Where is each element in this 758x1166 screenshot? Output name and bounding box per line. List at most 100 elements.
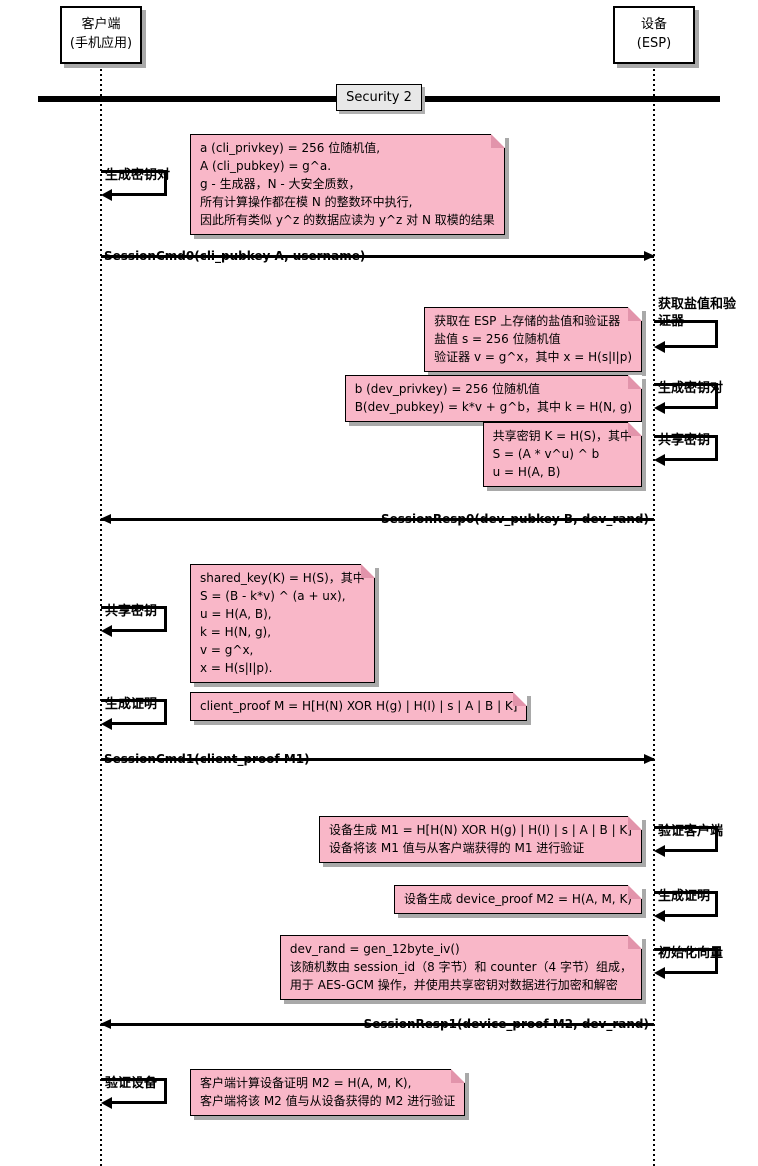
note-salt-verifier: 获取在 ESP 上存储的盐值和验证器 盐值 s = 256 位随机值 验证器 v… [424,307,642,372]
self-arrow-line [164,170,167,196]
divider-label: Security 2 [336,84,422,111]
message-label: SessionResp1(device_proof M2, dev_rand) [363,1016,649,1031]
note-line: a (cli_privkey) = 256 位随机值, [200,141,381,155]
self-arrow-line [654,891,718,894]
note-line: A (cli_pubkey) = g^a. [200,159,332,173]
self-arrow-line [663,406,718,409]
note-line: B(dev_pubkey) = k*v + g^b，其中 k = H(N, g) [354,400,632,414]
self-message-client-gen-keypair: 生成密钥对 [101,168,170,201]
self-arrow-line [101,699,167,702]
divider-label-text: Security 2 [346,90,412,105]
note-line: 盐值 s = 256 位随机值 [434,332,561,346]
note-line: 用于 AES-GCM 操作，并使用共享密钥对数据进行加密和解密 [289,978,618,992]
arrowhead-left-icon [100,514,111,524]
self-message-label: 共享密钥 [658,433,711,448]
arrowhead-left-icon [101,717,112,730]
note-dev-rand: dev_rand = gen_12byte_iv() 该随机数由 session… [279,935,643,1000]
note-line: 客户端将该 M2 值与从设备获得的 M2 进行验证 [200,1094,456,1108]
self-message-label: 验证设备 [105,1076,158,1091]
note-line: g - 生成器，N - 大安全质数， [200,177,361,191]
arrowhead-left-icon [654,401,665,414]
participant-client: 客户端 (手机应用) [60,6,142,64]
message-label: SessionResp0(dev_pubkey B, dev_rand) [380,511,649,526]
message-label: SessionCmd1(client_proof M1) [104,751,310,766]
participant-device-subtitle: (ESP) [636,36,672,51]
note-line: shared_key(K) = H(S)，其中 [200,571,365,585]
self-arrow-line [715,891,718,917]
self-message-device-gen-keypair: 生成密钥对 [654,381,723,414]
participant-client-name: 客户端 [81,17,121,33]
self-arrow-line [663,849,718,852]
note-line: x = H(s|I|p). [200,661,273,675]
self-message-client-shared-key: 共享密钥 [101,604,167,637]
self-message-label: 获取盐值和验证器 [658,297,737,329]
self-message-label: 生成密钥对 [105,168,171,183]
note-client-keypair: a (cli_privkey) = 256 位随机值, A (cli_pubke… [190,134,505,235]
self-arrow-line [663,914,718,917]
self-arrow-line [654,826,718,829]
arrow-line [101,518,654,521]
self-arrow-line [164,699,167,725]
self-arrow-line [654,383,718,386]
note-line: 设备生成 device_proof M2 = H(A, M, K) [404,892,632,906]
note-line: 所有计算操作都在模 N 的整数环中执行, [200,195,413,209]
message-session-resp1: SessionResp1(device_proof M2, dev_rand) [100,1017,654,1031]
message-label: SessionCmd0(cli_pubkey A, username) [104,248,366,263]
arrowhead-left-icon [101,188,112,201]
self-arrow-line [663,458,718,461]
arrowhead-left-icon [654,844,665,857]
self-arrow-line [101,1078,167,1081]
note-line: b (dev_privkey) = 256 位随机值 [354,382,540,396]
self-message-label: 生成证明 [105,697,158,712]
self-arrow-line [715,826,718,852]
self-message-label: 初始化向量 [658,946,724,961]
self-message-device-shared-key: 共享密钥 [654,433,718,466]
self-arrow-line [715,435,718,461]
note-line: v = g^x, [200,643,254,657]
self-message-client-gen-proof: 生成证明 [101,697,167,730]
note-line: u = H(A, B) [492,465,561,479]
note-line: S = (B - k*v) ^ (a + ux), [200,589,346,603]
self-message-label: 生成证明 [658,889,711,904]
participant-device: 设备 (ESP) [613,6,695,64]
note-client-shared-key: shared_key(K) = H(S)，其中 S = (B - k*v) ^ … [190,564,375,683]
self-arrow-line [663,971,718,974]
note-device-shared-key: 共享密钥 K = H(S)，其中 S = (A * v^u) ^ b u = H… [482,422,643,487]
self-arrow-line [654,320,718,323]
self-arrow-line [654,435,718,438]
self-message-device-verify-client: 验证客户端 [654,824,723,857]
arrow-line [101,255,654,258]
note-device-proof: 设备生成 device_proof M2 = H(A, M, K) [394,885,642,914]
arrow-line [101,1023,654,1026]
self-message-label: 共享密钥 [105,604,158,619]
self-arrow-line [101,170,167,173]
self-arrow-line [715,320,718,348]
note-line: 客户端计算设备证明 M2 = H(A, M, K), [200,1076,412,1090]
arrowhead-left-icon [654,453,665,466]
arrowhead-right-icon [644,251,655,261]
self-arrow-line [654,948,718,951]
note-line: k = H(N, g), [200,625,272,639]
note-line: 该随机数由 session_id（8 字节）和 counter（4 字节）组成， [289,960,632,974]
note-line: client_proof M = H[H(N) XOR H(g) | H(I) … [200,699,518,713]
note-line: 设备将该 M1 值与从客户端获得的 M1 进行验证 [329,841,585,855]
note-line: 获取在 ESP 上存储的盐值和验证器 [434,314,621,328]
arrowhead-left-icon [654,340,665,353]
note-verify-device: 客户端计算设备证明 M2 = H(A, M, K), 客户端将该 M2 值与从设… [190,1069,466,1116]
message-session-cmd1: SessionCmd1(client_proof M1) [101,752,655,766]
note-verify-client: 设备生成 M1 = H[H(N) XOR H(g) | H(I) | s | A… [319,816,642,863]
note-line: 验证器 v = g^x，其中 x = H(s|I|p) [434,350,632,364]
device-lifeline [653,64,655,1166]
arrowhead-left-icon [100,1019,111,1029]
self-message-client-verify-device: 验证设备 [101,1076,167,1109]
self-message-label: 验证客户端 [658,824,724,839]
note-line: 共享密钥 K = H(S)，其中 [492,429,632,443]
arrowhead-right-icon [644,754,655,764]
self-arrow-line [715,383,718,409]
self-message-device-obtain-salt: 获取盐值和验证器 [654,297,736,353]
note-client-proof: client_proof M = H[H(N) XOR H(g) | H(I) … [190,692,528,721]
client-lifeline [100,64,102,1166]
self-arrow-line [110,629,167,632]
self-arrow-line [164,606,167,632]
